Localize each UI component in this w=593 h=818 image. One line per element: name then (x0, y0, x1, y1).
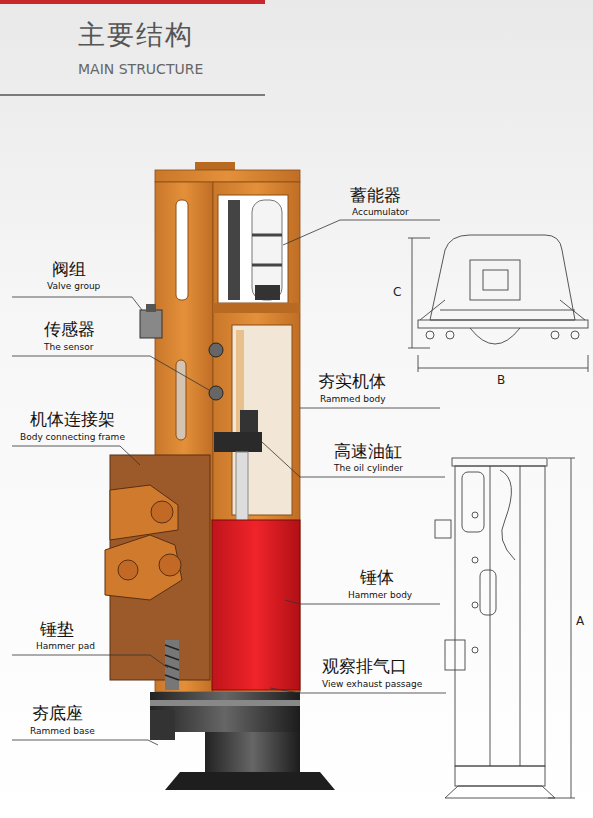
part-name-en: View exhaust passage (322, 680, 422, 690)
page-title: 主要结构 (78, 20, 194, 50)
part-name-en: The oil cylinder (334, 464, 403, 474)
part-name: 高速油缸 (334, 442, 402, 461)
part-name-en: The sensor (44, 343, 93, 353)
part-name: 阀组 (52, 260, 86, 279)
part-name: 观察排气口 (322, 657, 407, 676)
part-name-en: Hammer pad (36, 642, 95, 652)
part-name: 蓄能器 (350, 186, 401, 205)
part-name: 夯实机体 (318, 372, 386, 391)
part-name: 锤垫 (40, 620, 74, 639)
part-name-en: Rammed body (320, 395, 385, 405)
part-name: 传感器 (44, 320, 95, 339)
part-name-en: Hammer body (348, 591, 412, 601)
part-name: 机体连接架 (30, 410, 115, 429)
dimension-label: B (497, 374, 505, 387)
part-name-en: Accumulator (352, 208, 409, 218)
part-name-en: Body connecting frame (20, 433, 125, 443)
dimension-label: C (393, 286, 401, 299)
part-name-en: Valve group (47, 282, 100, 292)
page-subtitle: MAIN STRUCTURE (78, 62, 203, 77)
dimension-label: A (576, 615, 584, 628)
part-name: 锤体 (360, 568, 394, 587)
part-name: 夯底座 (32, 704, 83, 723)
part-name-en: Rammed base (30, 727, 95, 737)
